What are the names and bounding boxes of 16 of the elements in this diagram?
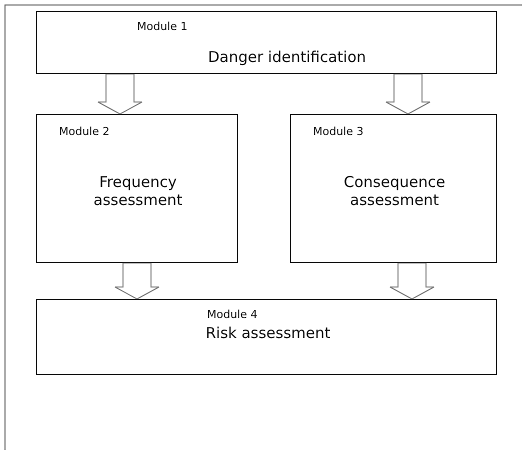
module-title: Consequence assessment bbox=[342, 173, 446, 209]
module-box bbox=[36, 299, 497, 375]
module-label: Module 3 bbox=[313, 125, 364, 138]
module-box bbox=[36, 11, 497, 74]
module-title: Risk assessment bbox=[204, 324, 332, 342]
block-arrow bbox=[98, 74, 142, 115]
module-label: Module 2 bbox=[59, 125, 110, 138]
module-title: Frequency assessment bbox=[92, 173, 184, 209]
module-label: Module 4 bbox=[207, 308, 258, 321]
block-arrow bbox=[390, 262, 434, 300]
module-label: Module 1 bbox=[137, 20, 188, 33]
module-box bbox=[290, 114, 497, 263]
module-title: Danger identification bbox=[206, 48, 368, 66]
module-box bbox=[36, 114, 238, 263]
block-arrow bbox=[386, 74, 430, 115]
block-arrow bbox=[114, 262, 160, 300]
